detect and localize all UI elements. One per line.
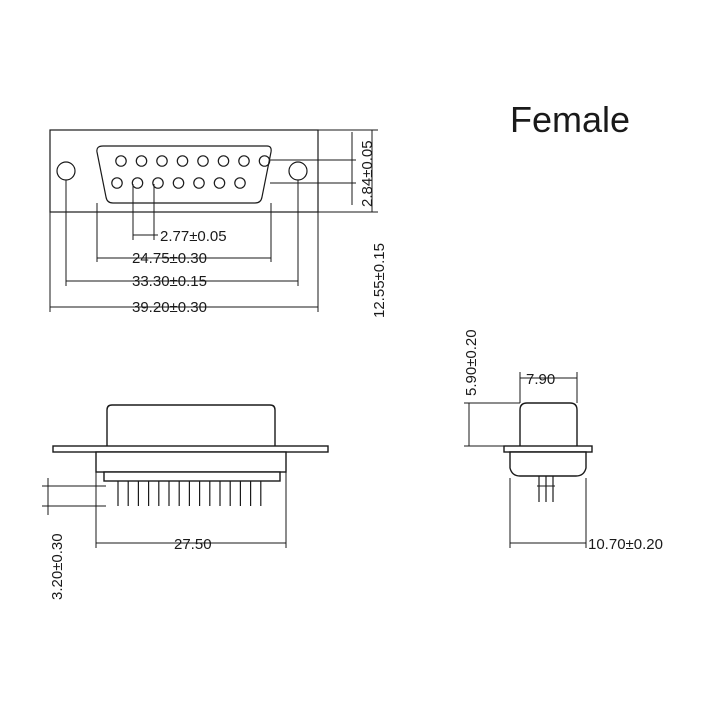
- side-shell: [519, 402, 578, 446]
- bottom-insulator: [95, 451, 287, 473]
- side-body: [509, 451, 587, 477]
- front-shell: [96, 145, 272, 204]
- contact-hole: [135, 155, 148, 167]
- contact-hole: [172, 177, 185, 189]
- contact-hole: [152, 177, 164, 189]
- bottom-view: 3.20±0.30 27.50: [42, 404, 329, 600]
- contact-hole: [234, 177, 246, 189]
- right-mount-hole: [288, 161, 308, 181]
- front-flange: [49, 129, 319, 213]
- contact-hole: [115, 155, 127, 167]
- bottom-shell: [106, 404, 276, 446]
- contact-holes: [111, 155, 271, 189]
- height-label: 12.55±0.15: [371, 243, 388, 318]
- contact-hole: [176, 155, 189, 167]
- contact-hole: [131, 177, 144, 189]
- shell-depth-label: 7.90: [526, 371, 555, 388]
- contact-hole: [193, 177, 205, 189]
- shell-height-label: 5.90±0.20: [463, 329, 480, 396]
- bottom-pin-base: [103, 471, 281, 482]
- contact-hole: [156, 155, 168, 167]
- solder-pins: [117, 481, 262, 506]
- pin-length-label: 3.20±0.30: [49, 533, 66, 600]
- contact-hole: [258, 155, 271, 167]
- contact-hole: [111, 177, 123, 189]
- overall-depth-label: 10.70±0.20: [588, 536, 663, 553]
- hole-spacing-label: 33.30±0.15: [132, 273, 207, 290]
- left-mount-hole: [56, 161, 76, 181]
- pin-span-label: 27.50: [174, 536, 212, 553]
- side-pins: [537, 476, 555, 502]
- side-flange: [503, 445, 593, 453]
- front-view: 2.84±0.05 12.55±0.15 2.77±0.05 24.75±0.3…: [49, 129, 388, 318]
- drawing-title: Female: [510, 99, 630, 140]
- contact-hole: [197, 155, 209, 167]
- row-pitch-label: 2.84±0.05: [359, 140, 376, 207]
- contact-hole: [217, 155, 230, 167]
- contact-hole: [238, 155, 250, 167]
- shell-width-label: 24.75±0.30: [132, 250, 207, 267]
- side-view: 7.90 5.90±0.20 10.70±0.20: [463, 329, 663, 553]
- contact-hole: [213, 177, 226, 189]
- pin-pitch-label: 2.77±0.05: [160, 228, 227, 245]
- flange-width-label: 39.20±0.30: [132, 299, 207, 316]
- bottom-flange: [52, 445, 329, 453]
